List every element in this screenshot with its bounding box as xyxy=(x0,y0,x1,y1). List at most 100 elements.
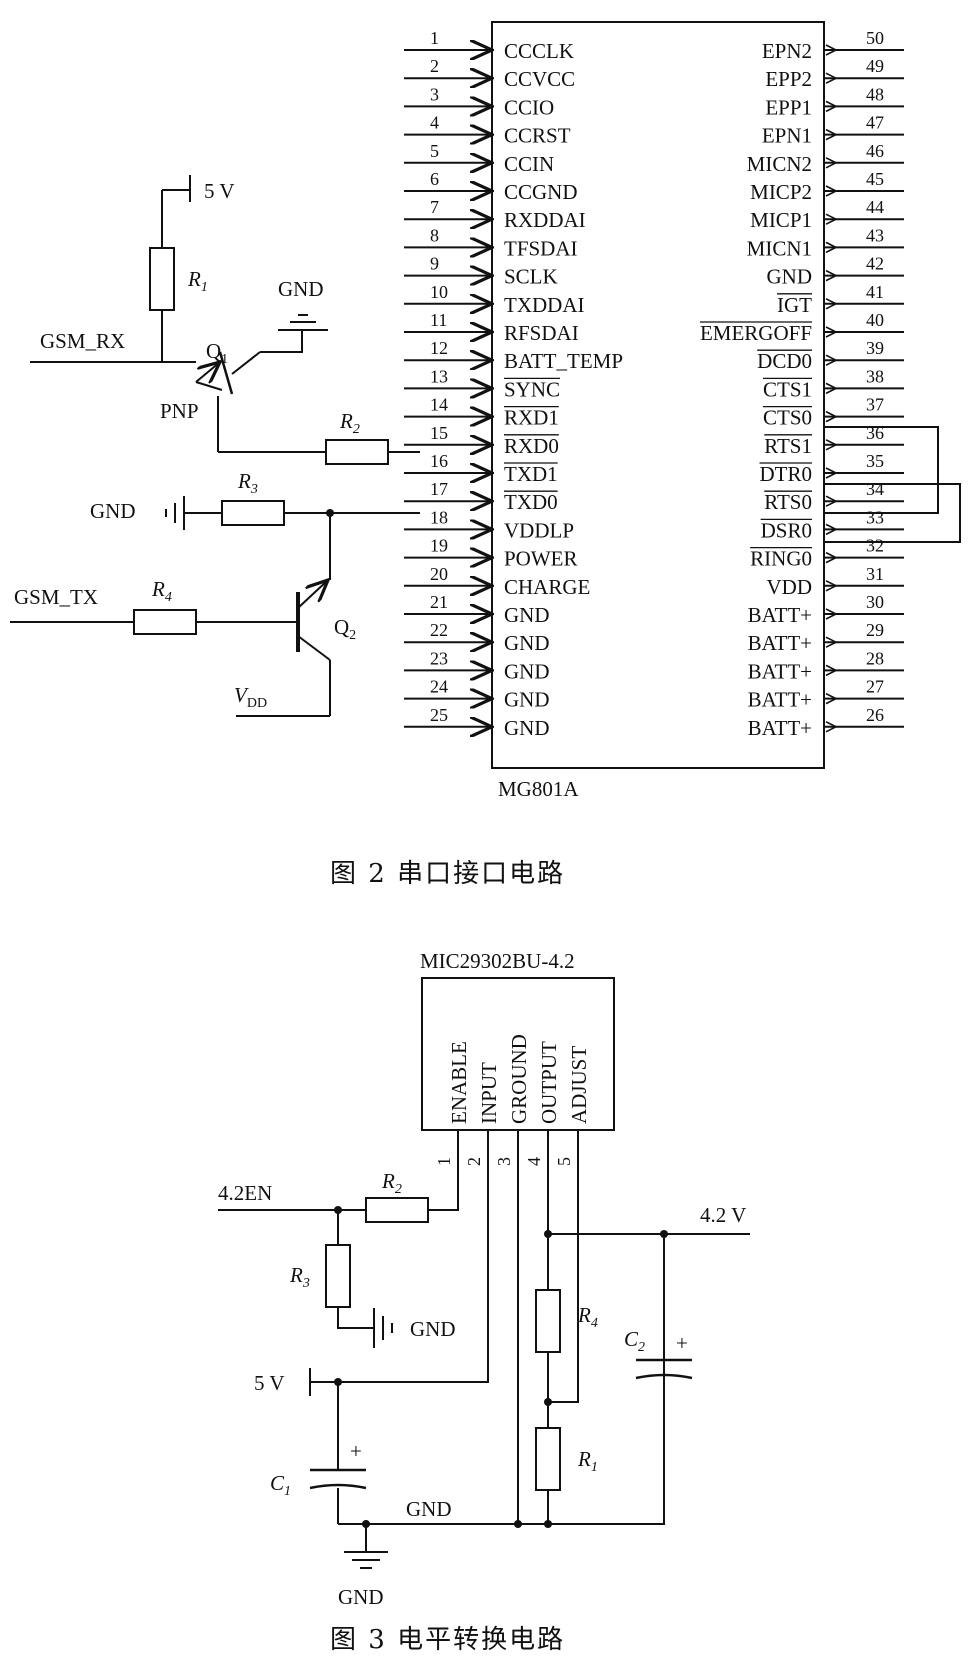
r2-label: R2 xyxy=(339,409,360,437)
pin-label: BATT_TEMP xyxy=(504,349,623,373)
pin-arrow xyxy=(825,241,838,254)
pin-number: 31 xyxy=(866,564,884,584)
r4-label: R4 xyxy=(577,1303,598,1331)
pin-number: 6 xyxy=(430,169,439,189)
pin-number: 44 xyxy=(866,197,884,217)
pnp-label: PNP xyxy=(160,399,199,423)
pin-number: 18 xyxy=(430,507,448,527)
pin-number: 17 xyxy=(430,479,448,499)
r3-resistor xyxy=(221,500,285,526)
pin-number: 42 xyxy=(866,254,884,274)
pin-number: 24 xyxy=(430,677,448,697)
pin-label: RXD0 xyxy=(504,434,559,458)
pin-number: 13 xyxy=(430,366,448,386)
pin-label: GND xyxy=(767,265,813,289)
mic-pin-label: ENABLE xyxy=(447,1041,471,1124)
pin-number: 10 xyxy=(430,282,448,302)
pin-number: 25 xyxy=(430,705,448,725)
mic-pin-label: OUTPUT xyxy=(537,1041,561,1124)
gnd-left-label: GND xyxy=(90,499,136,523)
pin-label: EPN2 xyxy=(762,39,812,63)
pin-label: CCIN xyxy=(504,152,554,176)
pin-label: GND xyxy=(504,603,550,627)
gnd-r3-label: GND xyxy=(410,1317,456,1341)
pin-label: EPP2 xyxy=(765,67,812,91)
pin-arrow xyxy=(825,636,838,648)
r3-resistor xyxy=(325,1244,351,1308)
pin-arrow xyxy=(825,467,838,479)
gsm-tx-label: GSM_TX xyxy=(14,585,98,609)
pin-label: MICN1 xyxy=(747,236,812,260)
pin-number: 27 xyxy=(866,677,884,697)
r3-label: R3 xyxy=(289,1263,310,1291)
c2-plus: + xyxy=(676,1331,688,1355)
pin-number: 23 xyxy=(430,648,448,668)
pin-label: CCVCC xyxy=(504,67,575,91)
input-capacitor: 5 V + C1 xyxy=(254,1130,489,1524)
mic-pin-number: 5 xyxy=(554,1157,574,1166)
mic-pin-number: 1 xyxy=(434,1157,454,1166)
pin-label: VDD xyxy=(767,575,813,599)
pin-label: CTS1 xyxy=(763,377,812,401)
pin-label: RING0 xyxy=(750,547,812,571)
pin-number: 46 xyxy=(866,141,884,161)
pin-number: 50 xyxy=(866,28,884,48)
mic-pin-1: ENABLE 1 xyxy=(434,1041,471,1166)
gnd-line-label: GND xyxy=(406,1497,452,1521)
pin-number: 38 xyxy=(866,366,884,386)
v5-label: 5 V xyxy=(254,1371,285,1395)
gnd-bottom-label: GND xyxy=(338,1585,384,1609)
q1-pnp-transistor: GSM_RX Q1 PNP GND R2 xyxy=(30,277,420,465)
pin-arrow xyxy=(825,326,838,338)
pin-label: SCLK xyxy=(504,265,558,289)
figure-2-caption: 图 2 串口接口电路 xyxy=(330,859,565,889)
vdd-label: VDD xyxy=(234,683,267,711)
pin-label: DTR0 xyxy=(760,462,813,486)
pin-arrow xyxy=(825,213,838,225)
pin-number: 22 xyxy=(430,620,448,640)
pin-number: 32 xyxy=(866,536,884,556)
pin-number: 45 xyxy=(866,169,884,189)
pin-label: RXDDAI xyxy=(504,208,586,232)
c2-label: C2 xyxy=(624,1327,645,1355)
pin-label: MICP2 xyxy=(750,180,812,204)
pin-label: VDDLP xyxy=(504,518,574,542)
pin-label: EMERGOFF xyxy=(700,321,812,345)
r1-resistor xyxy=(149,247,175,311)
pin-number: 19 xyxy=(430,536,448,556)
r2-resistor xyxy=(365,1197,429,1223)
mg801a-right-pins: 50EPN249EPP248EPP147EPN146MICN245MICP244… xyxy=(699,28,904,740)
pin-label: EPP1 xyxy=(765,95,812,119)
pin-arrow xyxy=(825,354,838,366)
pin-number: 20 xyxy=(430,564,448,584)
pin-label: GND xyxy=(504,716,550,740)
r1-resistor xyxy=(535,1427,561,1491)
pin-arrow xyxy=(825,410,838,423)
mic-chip-name: MIC29302BU-4.2 xyxy=(420,949,575,973)
r4-resistor xyxy=(535,1289,561,1353)
r1-label: R1 xyxy=(187,267,208,295)
pin-number: 15 xyxy=(430,423,448,443)
pin-number: 40 xyxy=(866,310,884,330)
r2-resistor xyxy=(325,439,389,465)
